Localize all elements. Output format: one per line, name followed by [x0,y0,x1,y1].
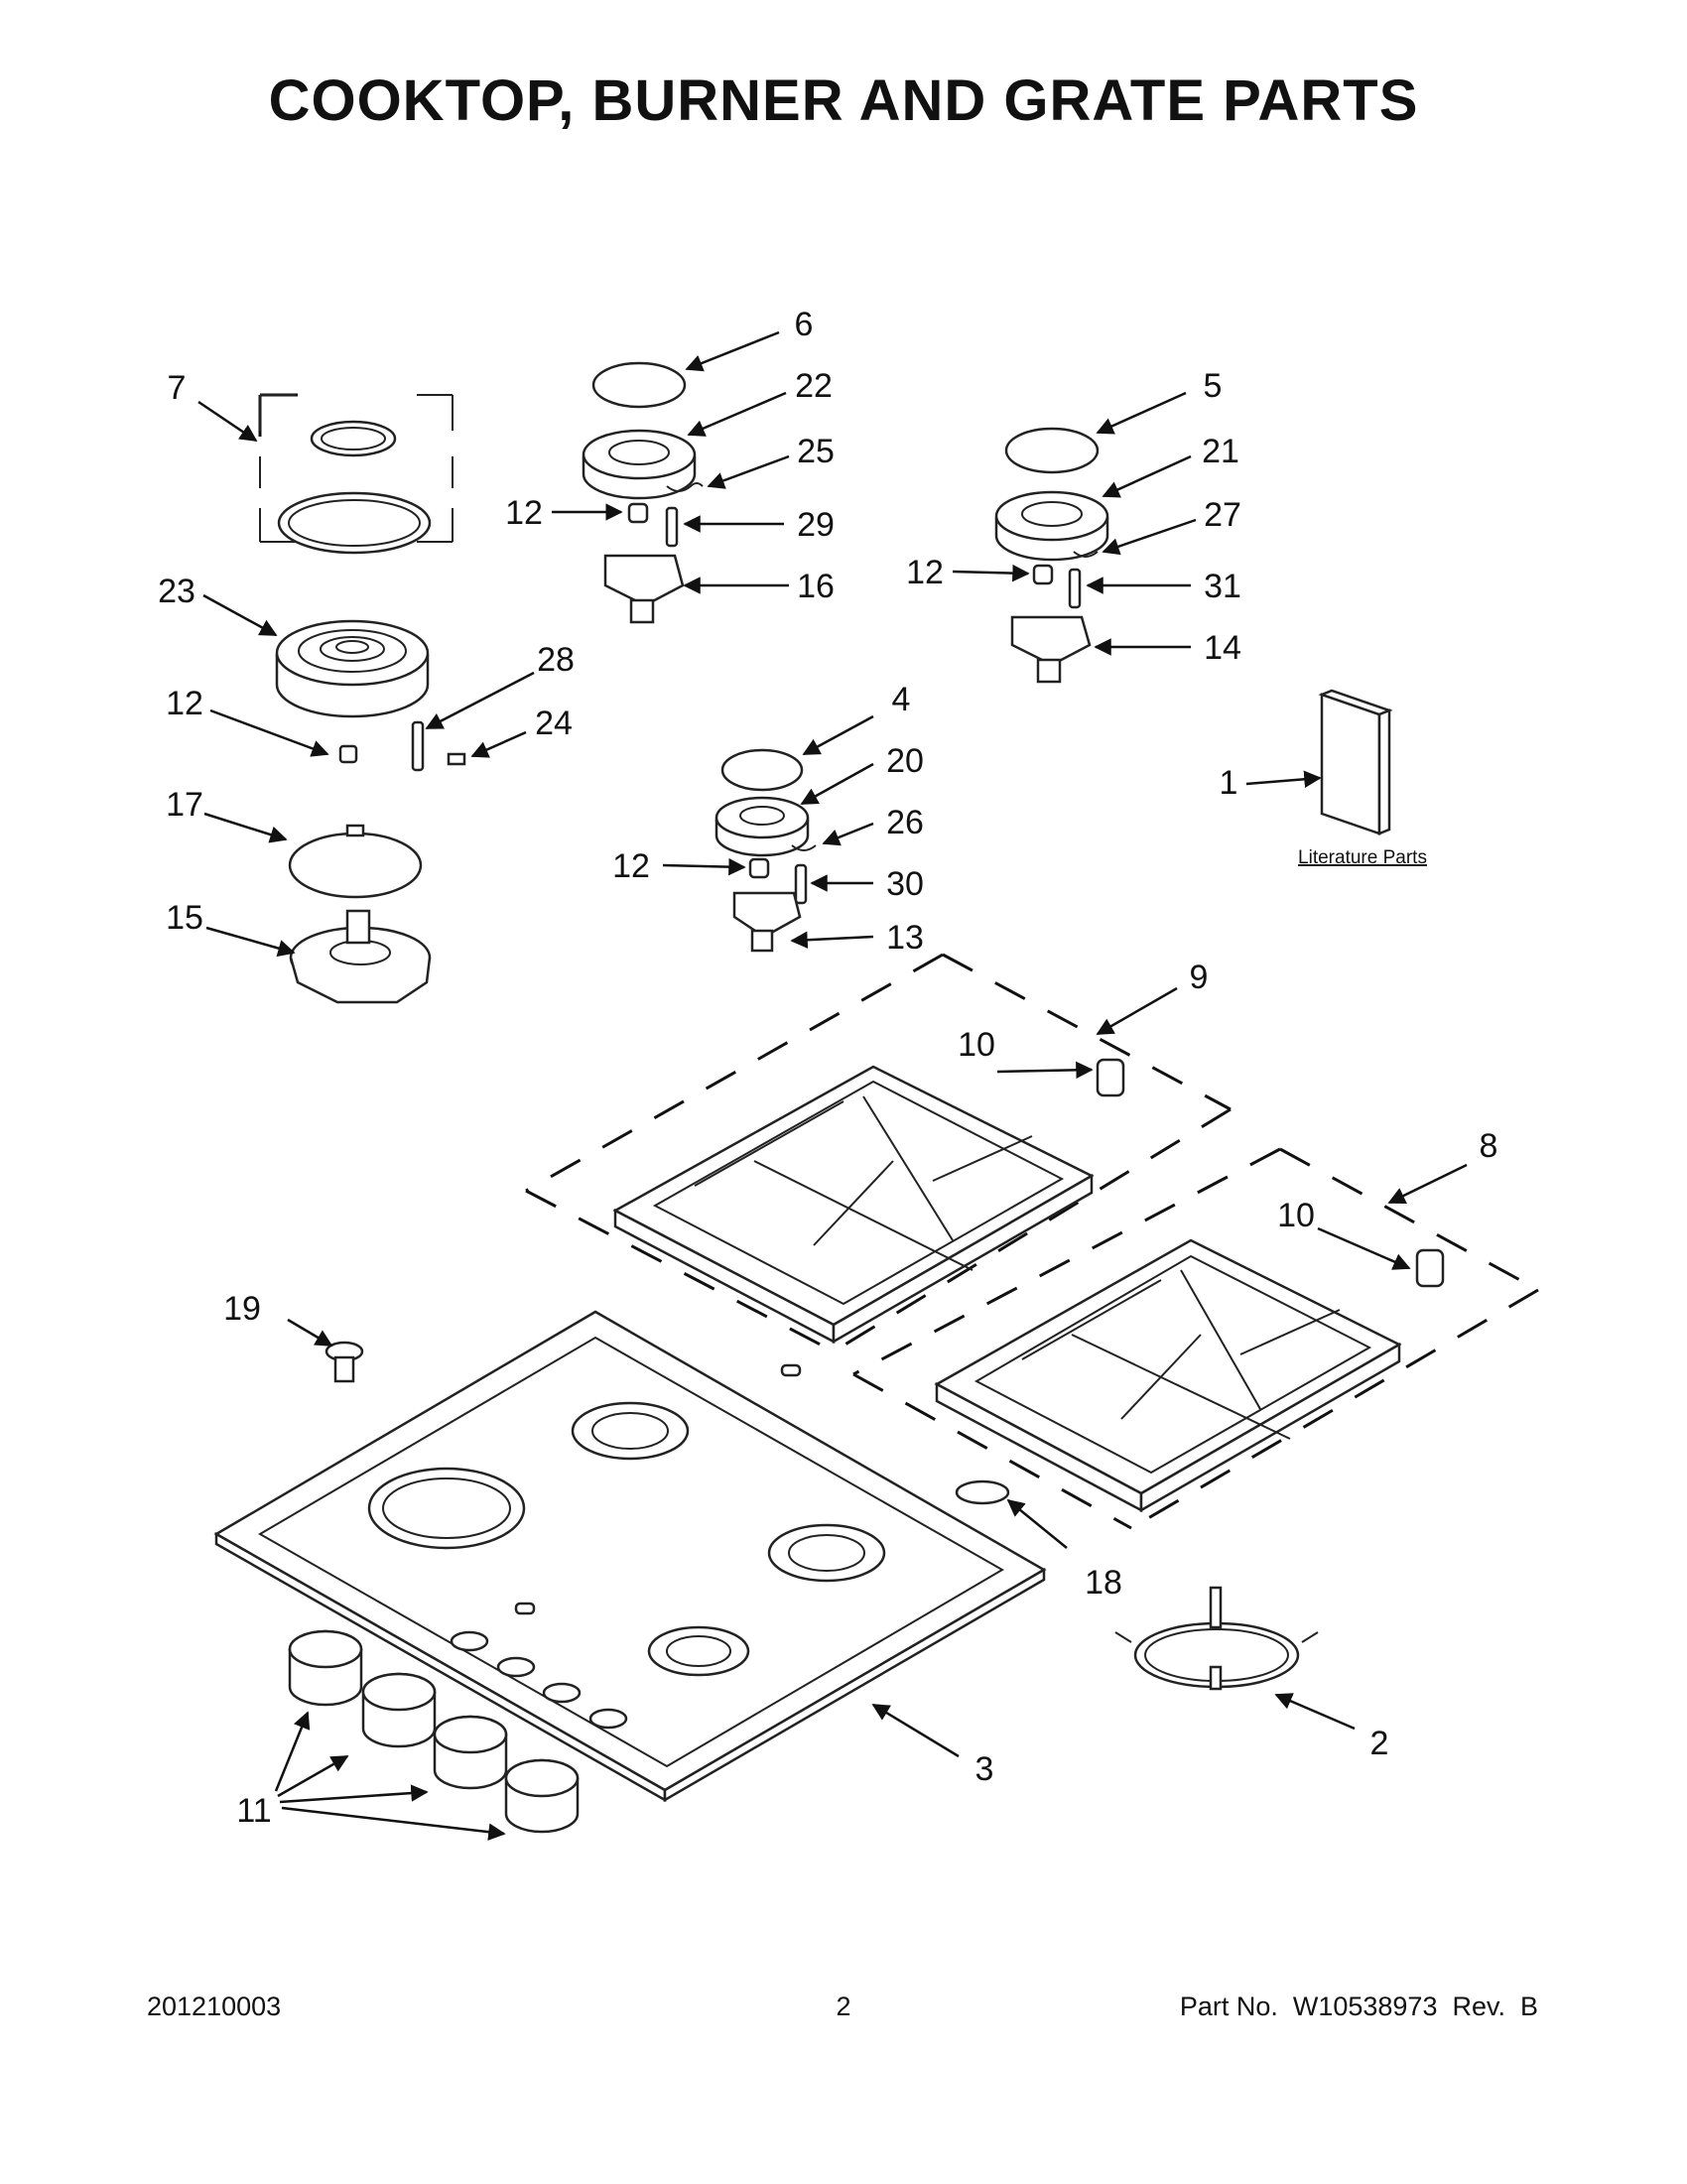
literature-parts-label: Literature Parts [1298,847,1427,868]
right-grate-group [852,1147,1539,1530]
page-title: COOKTOP, BURNER AND GRATE PARTS [268,68,1419,133]
callout-1: 1 [1220,764,1238,802]
large-burner-head [275,619,430,718]
callout-7: 7 [168,369,187,407]
callout-18: 18 [1085,1564,1122,1602]
footer-doc-number: 201210003 [147,1991,282,2021]
control-knobs [288,1629,580,1834]
knob-1 [288,1629,363,1707]
callout-26: 26 [886,804,924,841]
igniter-electrode [411,720,425,772]
callout-5: 5 [1204,367,1223,405]
callout-11: 11 [236,1792,271,1830]
wok-ring [1114,1586,1319,1691]
spark-clip [447,752,466,766]
callout-28: 28 [537,641,575,679]
callout-27: 27 [1204,496,1241,534]
callout-10a: 10 [958,1026,995,1064]
leader-lines [197,330,1468,1841]
semi-rapid-burner-group [582,361,704,624]
callout-10b: 10 [1277,1197,1315,1234]
knob-2 [361,1672,437,1748]
cooktop-grommet [955,1479,1010,1505]
left-grate-group [525,953,1232,1353]
callout-24: 24 [535,705,573,742]
callout-29: 29 [797,506,835,544]
mounting-screw [324,1341,364,1383]
callout-3: 3 [975,1750,994,1788]
callout-14: 14 [1204,629,1241,667]
burner-ring-kit-group [258,393,454,555]
callout-31: 31 [1204,568,1241,605]
callout-23: 23 [158,573,195,610]
literature-booklet [1318,689,1393,835]
footer-page-number: 2 [836,1991,851,2021]
burner-gasket [288,824,423,899]
callout-21: 21 [1202,433,1239,470]
footer-part-number: Part No. W10538973 Rev. B [1179,1991,1538,2021]
callout-9: 9 [1190,959,1209,996]
callout-8: 8 [1480,1127,1498,1165]
callout-17: 17 [166,786,203,824]
callout-12b: 12 [505,494,543,532]
callout-6: 6 [795,306,814,343]
knob-4 [504,1758,580,1834]
callout-20: 20 [886,742,924,780]
callout-19: 19 [223,1290,261,1328]
callout-12c: 12 [906,554,944,591]
callout-30: 30 [886,865,924,903]
callout-4: 4 [892,681,911,718]
callout-12a: 12 [166,685,203,722]
callout-13: 13 [886,919,924,957]
callout-15: 15 [166,899,203,937]
callout-12d: 12 [612,847,650,885]
callout-22: 22 [795,367,833,405]
burner-base [289,909,432,1004]
callout-2: 2 [1370,1725,1389,1762]
callout-16: 16 [797,568,835,605]
auxiliary-burner-group [714,748,817,953]
callout-25: 25 [797,433,835,470]
cooktop-surface [213,1310,1047,1803]
rapid-burner-group [994,427,1109,684]
callout-labels: 7 23 12 28 24 17 15 6 22 25 12 29 16 5 2… [158,306,1497,1830]
orifice-small [338,744,358,764]
knob-3 [433,1715,508,1790]
